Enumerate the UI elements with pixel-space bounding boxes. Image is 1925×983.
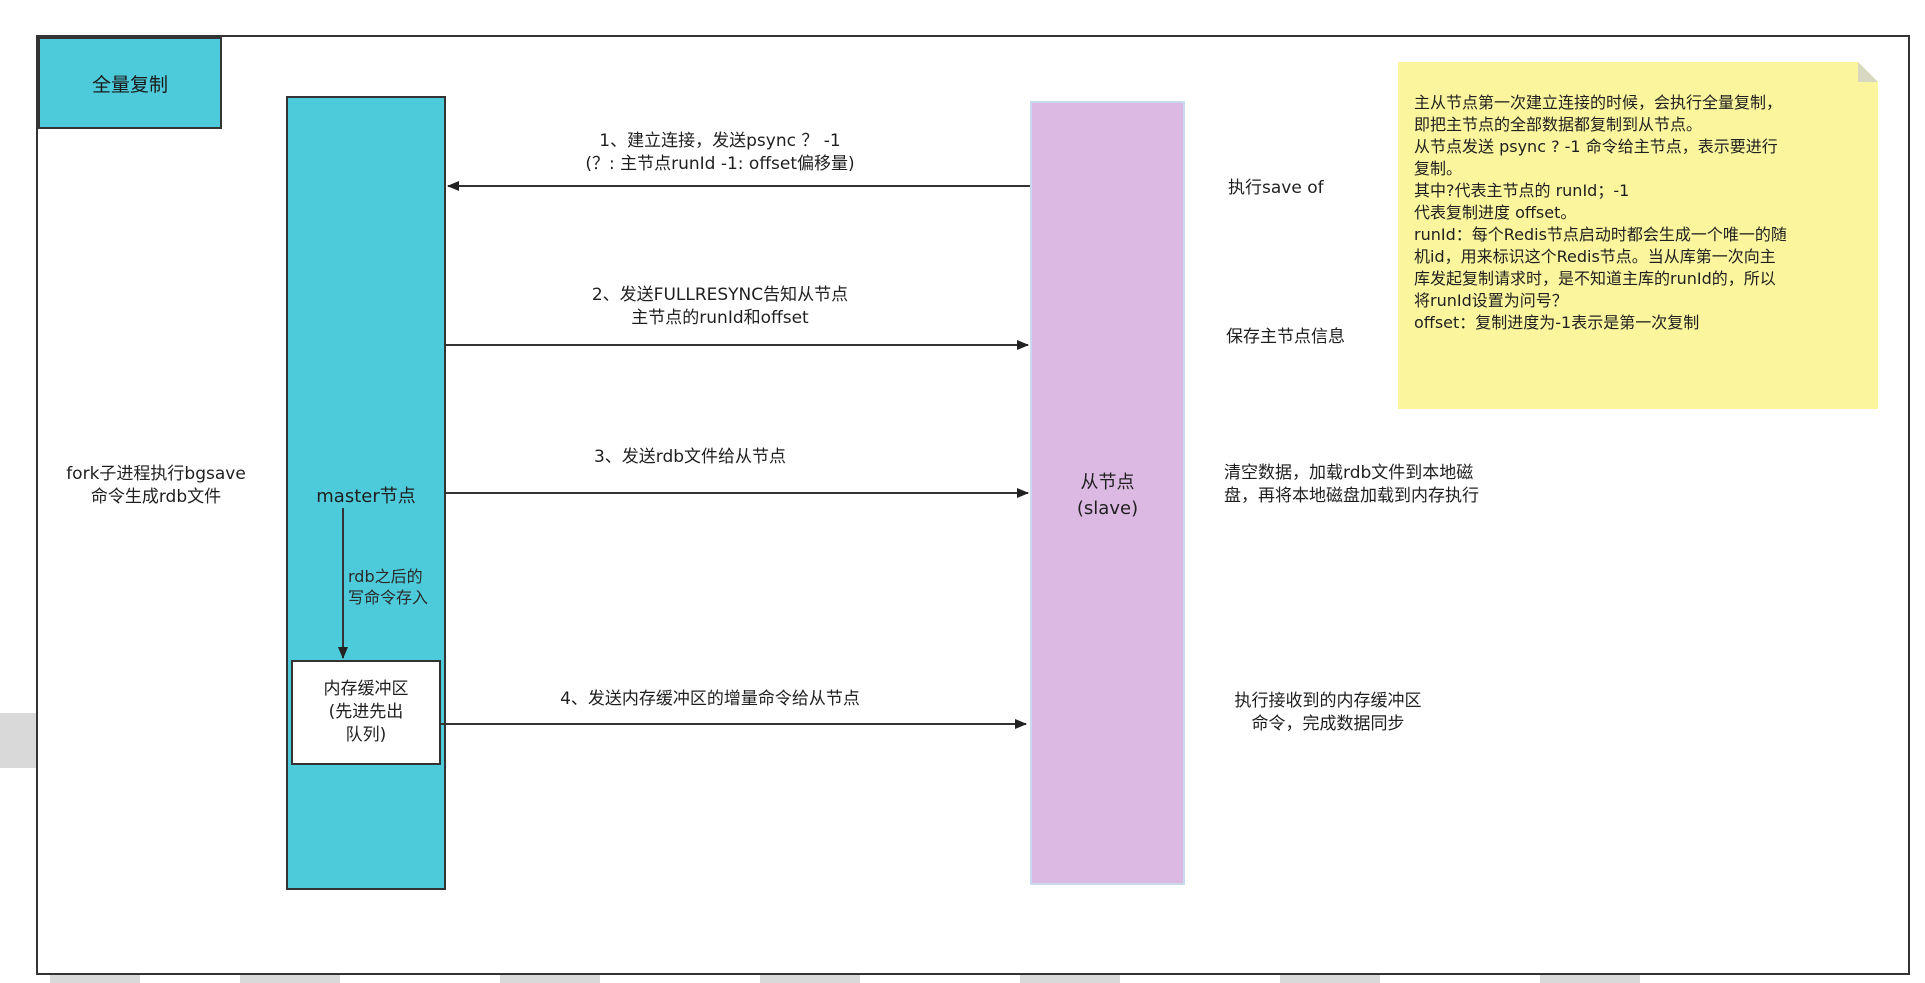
explanation-note-text: 主从节点第一次建立连接的时候，会执行全量复制， 即把主节点的全部数据都复制到从节… [1414, 93, 1787, 332]
background-stripe [240, 975, 340, 983]
slave-action-sync-buffer: 执行接收到的内存缓冲区 命令，完成数据同步 [1234, 691, 1422, 734]
fork-bgsave-label: fork子进程执行bgsave 命令生成rdb文件 [66, 464, 246, 507]
background-stripe [1540, 975, 1640, 983]
slave-node-column [1030, 101, 1185, 885]
background-stripe [1020, 975, 1120, 983]
background-stripe [50, 975, 140, 983]
master-node-label: master节点 [316, 486, 416, 507]
diagram-title: 全量复制 [38, 37, 222, 129]
background-stripe [760, 975, 860, 983]
step-4-label: 4、发送内存缓冲区的增量命令给从节点 [560, 689, 860, 709]
slave-action-save-of: 执行save of [1228, 178, 1324, 198]
background-stripe [0, 713, 36, 768]
slave-node-label: 从节点 (slave) [1076, 472, 1139, 519]
slave-action-save-master-info: 保存主节点信息 [1226, 327, 1345, 347]
rdb-write-label: rdb之后的 写命令存入 [348, 567, 429, 607]
background-stripe [500, 975, 600, 983]
step-2-label: 2、发送FULLRESYNC告知从节点 主节点的runId和offset [591, 285, 849, 328]
explanation-note [1398, 62, 1878, 409]
step-1-label: 1、建立连接，发送psync ？ -1 (？: 主节点runId -1: off… [585, 131, 855, 174]
slave-action-load-rdb: 清空数据，加载rdb文件到本地磁 盘，再将本地磁盘加载到内存执行 [1224, 463, 1479, 506]
background-stripe [1280, 975, 1380, 983]
step-3-label: 3、发送rdb文件给从节点 [593, 447, 787, 467]
memory-buffer-box: 内存缓冲区 (先进先出 队列) [291, 660, 441, 765]
